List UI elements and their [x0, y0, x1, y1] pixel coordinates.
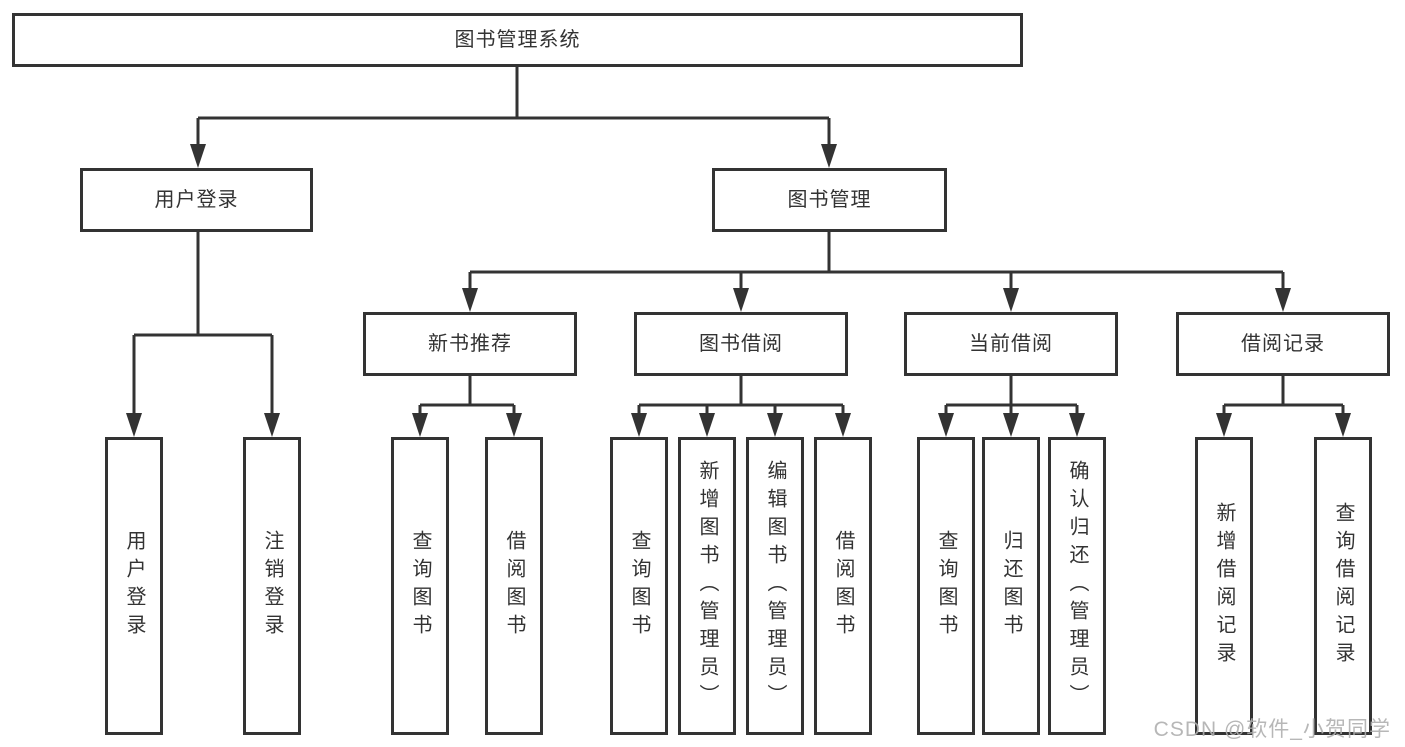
csdn-watermark: CSDN @软件_小贺同学: [1153, 718, 1391, 741]
leaf-rec-query-books: 查询图书: [391, 437, 449, 735]
leaf-add-borrow-record: 新增借阅记录: [1195, 437, 1253, 735]
node-label: 查询图书: [409, 530, 431, 642]
arrowheads: [126, 144, 1351, 437]
leaf-query-borrow-record: 查询借阅记录: [1314, 437, 1372, 735]
node-book-borrow: 图书借阅: [634, 312, 848, 376]
leaf-return-books: 归还图书: [982, 437, 1040, 735]
node-root: 图书管理系统: [12, 13, 1023, 67]
node-label: 图书借阅: [699, 333, 783, 355]
node-label: 归还图书: [1000, 530, 1022, 642]
node-label: 图书管理系统: [454, 29, 581, 51]
node-user-login: 用户登录: [80, 168, 313, 232]
leaf-current-query-books: 查询图书: [917, 437, 975, 735]
leaf-rec-borrow-books: 借阅图书: [485, 437, 543, 735]
node-label: 新增借阅记录: [1213, 502, 1235, 670]
node-label: 用户登录: [123, 530, 145, 642]
leaf-logout: 注销登录: [243, 437, 301, 735]
node-book-manage: 图书管理: [712, 168, 947, 232]
node-label: 新书推荐: [428, 333, 512, 355]
leaf-edit-books-admin: 编辑图书（管理员）: [746, 437, 804, 735]
node-label: 借阅图书: [503, 530, 525, 642]
node-label: 编辑图书（管理员）: [764, 460, 786, 712]
node-label: 用户登录: [154, 189, 239, 211]
leaf-user-login: 用户登录: [105, 437, 163, 735]
node-label: 查询图书: [628, 530, 650, 642]
node-label: 查询借阅记录: [1332, 502, 1354, 670]
node-label: 借阅图书: [832, 530, 854, 642]
node-label: 查询图书: [935, 530, 957, 642]
node-label: 图书管理: [787, 189, 872, 211]
leaf-confirm-return-admin: 确认归还（管理员）: [1048, 437, 1106, 735]
node-current-borrow: 当前借阅: [904, 312, 1118, 376]
leaf-borrow-query-books: 查询图书: [610, 437, 668, 735]
leaf-add-books-admin: 新增图书（管理员）: [678, 437, 736, 735]
node-label: 确认归还（管理员）: [1066, 460, 1088, 712]
node-label: 新增图书（管理员）: [696, 460, 718, 712]
node-label: 借阅记录: [1241, 333, 1325, 355]
node-label: 注销登录: [261, 530, 283, 642]
node-label: 当前借阅: [969, 333, 1053, 355]
leaf-borrow-books: 借阅图书: [814, 437, 872, 735]
node-borrow-records: 借阅记录: [1176, 312, 1390, 376]
node-new-book-recommend: 新书推荐: [363, 312, 577, 376]
